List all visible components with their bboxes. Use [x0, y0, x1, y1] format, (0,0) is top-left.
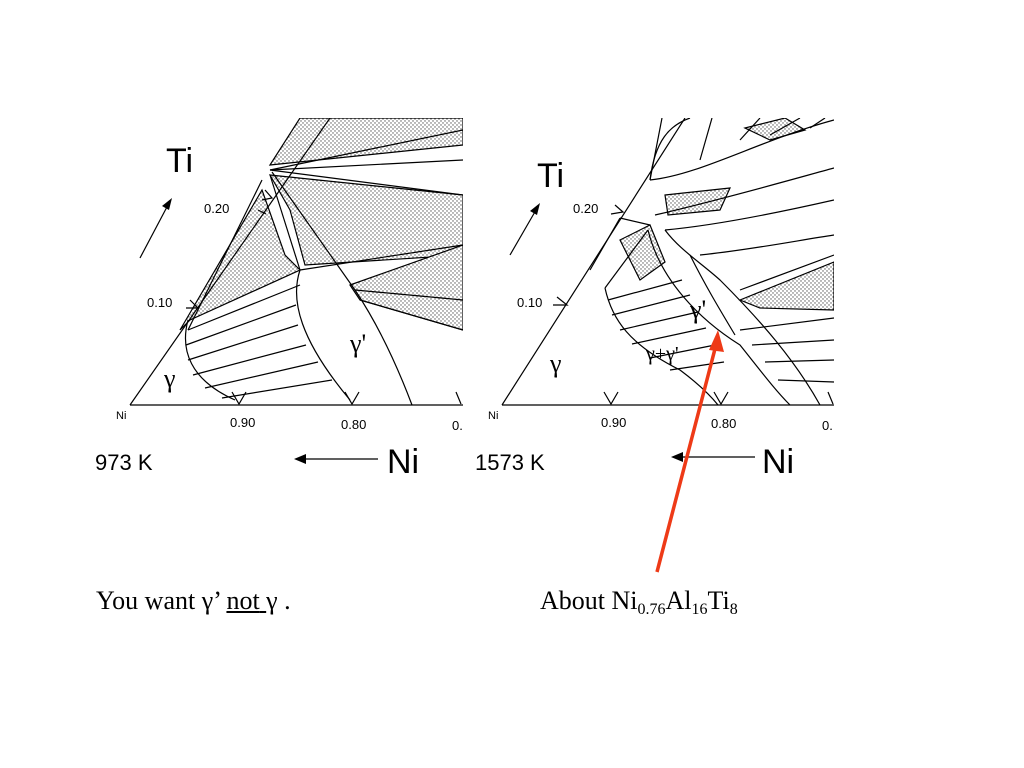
right-dotted-region-top [743, 118, 807, 141]
left-tick-090: 0.90 [230, 415, 255, 430]
left-ni-label: Ni [387, 443, 419, 481]
right-caption-sub-al: 16 [691, 601, 708, 618]
left-caption-prefix: You want [96, 586, 202, 615]
left-ti-label: Ti [166, 142, 193, 180]
right-two-phase-label: γ+γ' [645, 343, 679, 365]
right-temperature-label: 1573 K [475, 450, 545, 475]
left-tick-cut: 0. [452, 418, 463, 433]
right-ni-label: Ni [762, 443, 794, 481]
left-tick-020: 0.20 [204, 201, 229, 216]
right-ti-arrowhead [530, 203, 540, 215]
left-dotted-region-left [179, 188, 302, 331]
right-gamma-label: γ [549, 349, 562, 378]
left-phase-diagram: Ti 0.20 0.10 Ni 0.90 0.80 0. 973 K Ni γ … [95, 118, 463, 481]
right-phase-diagram: Ti 0.20 0.10 Ni 0.90 0.80 0. 1573 K Ni γ… [475, 118, 834, 481]
left-caption-not: not [226, 586, 260, 615]
right-caption-ti: Ti [707, 586, 730, 615]
left-temperature-label: 973 K [95, 450, 153, 475]
right-caption: About Ni0.76Al16Ti8 [540, 586, 738, 619]
left-tick-010: 0.10 [147, 295, 172, 310]
left-dotted-region-mid [268, 174, 463, 266]
right-tick-020: 0.20 [573, 201, 598, 216]
right-dotted-region-left [619, 224, 666, 281]
left-caption-gamma: γ [266, 586, 278, 615]
right-dotted-region-mid [664, 187, 731, 216]
composition-arrow [655, 344, 718, 573]
left-corner-ni-label: Ni [116, 410, 126, 422]
left-gamma-label: γ [163, 364, 176, 393]
left-gamma-prime-label: γ' [349, 329, 366, 358]
right-ni-arrowhead [671, 452, 683, 462]
right-caption-sub-ni: 0.76 [637, 601, 666, 618]
left-dotted-region-upper [268, 118, 463, 166]
right-tick-010: 0.10 [517, 295, 542, 310]
right-caption-al: Al [665, 586, 692, 615]
left-ti-arrowhead [162, 198, 172, 210]
right-tick-090: 0.90 [601, 415, 626, 430]
left-dotted-region-right [349, 244, 463, 331]
left-ni-arrowhead [294, 454, 306, 464]
right-corner-ni-label: Ni [488, 410, 498, 422]
left-caption-gamma-prime: γ’ [201, 586, 220, 615]
left-caption-suffix: . [284, 586, 291, 615]
left-tick-080: 0.80 [341, 417, 366, 432]
composition-arrowhead [709, 330, 724, 352]
right-tick-cut: 0. [822, 418, 833, 433]
right-gamma-prime-label: γ' [689, 295, 706, 324]
right-ti-label: Ti [537, 157, 564, 195]
left-caption: You want γ’ not γ . [96, 586, 291, 616]
right-caption-about: About Ni [540, 586, 638, 615]
left-ti-arrow [139, 204, 169, 259]
right-tick-080: 0.80 [711, 416, 736, 431]
right-ti-arrow [509, 209, 537, 256]
right-dotted-region-right [738, 261, 834, 311]
right-caption-sub-ti: 8 [729, 601, 738, 618]
